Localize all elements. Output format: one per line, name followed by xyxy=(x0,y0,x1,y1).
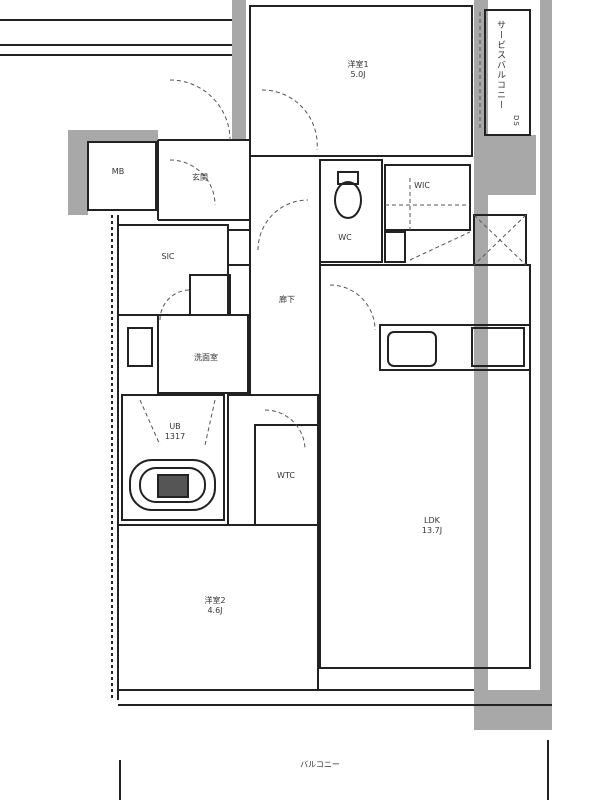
room-size: 5.0J xyxy=(350,70,366,79)
room-ub: UB 1317 xyxy=(165,422,185,442)
room-sic: SIC xyxy=(161,252,175,261)
room-washroom: 洗面室 xyxy=(194,353,218,362)
room-entrance: 玄関 xyxy=(192,173,208,182)
room-size: 1317 xyxy=(164,432,186,441)
room-size: 4.6J xyxy=(207,606,223,615)
room-balcony: バルコニー xyxy=(300,760,340,769)
room-ds: DS xyxy=(512,115,520,127)
room-name: 洋室2 xyxy=(204,596,226,605)
room-name: 洋室1 xyxy=(347,60,369,69)
room-western1: 洋室1 5.0J xyxy=(347,60,368,80)
room-hallway: 廊下 xyxy=(279,295,295,304)
partition-walls xyxy=(0,5,552,800)
structural-walls xyxy=(68,0,552,730)
room-ldk: LDK 13.7J xyxy=(422,516,442,536)
door-swings xyxy=(139,12,527,451)
room-wc: WC xyxy=(338,233,352,242)
room-mb: MB xyxy=(111,167,125,176)
room-size: 13.7J xyxy=(421,526,443,535)
room-name: LDK xyxy=(424,516,440,525)
room-wic: WIC xyxy=(414,181,430,190)
room-name: UB xyxy=(169,422,181,431)
room-service-balcony: サービスバルコニー xyxy=(495,20,505,110)
room-western2: 洋室2 4.6J xyxy=(204,596,225,616)
room-wtc: WTC xyxy=(277,471,295,480)
